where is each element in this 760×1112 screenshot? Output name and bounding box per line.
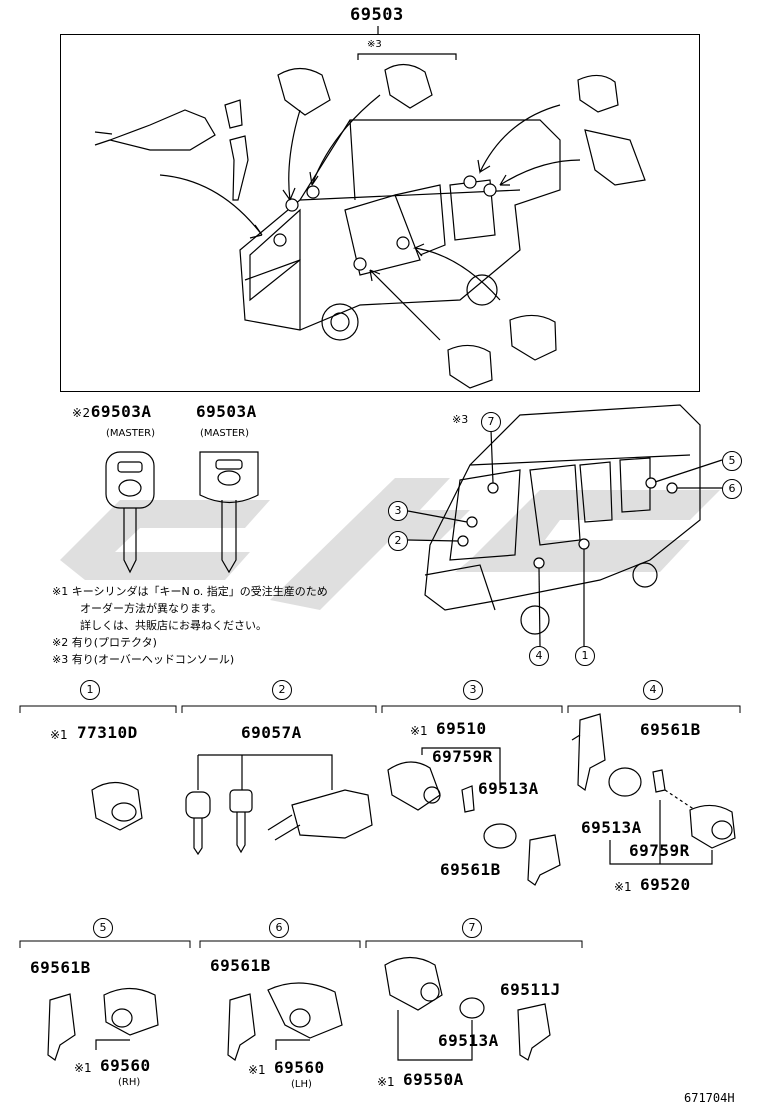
main-part-number[interactable]: 69503 [350, 5, 404, 25]
van-callout-6[interactable]: 6 [722, 479, 742, 499]
section-3-number: 3 [463, 680, 483, 700]
van-callout-7[interactable]: 7 [481, 412, 501, 432]
s6-assembly[interactable]: 69560 [274, 1058, 325, 1077]
s6-mark: ※1 [248, 1063, 266, 1077]
section-6-number: 6 [269, 918, 289, 938]
key-2-label: (MASTER) [200, 428, 249, 439]
s3-part-69510[interactable]: 69510 [436, 719, 487, 738]
key-1-label: (MASTER) [106, 428, 155, 439]
top-group-mark: ※3 [367, 39, 382, 50]
van-callout-1[interactable]: 1 [575, 646, 595, 666]
s4-assembly[interactable]: 69520 [640, 875, 691, 894]
s7-part-69513A[interactable]: 69513A [438, 1031, 499, 1050]
s2-part[interactable]: 69057A [241, 723, 302, 742]
note-1-line3: 詳しくは、共販店にお尋ねください。 [80, 619, 267, 632]
section-4-number: 4 [643, 680, 663, 700]
s1-part[interactable]: 77310D [77, 723, 138, 742]
key-1-part: 69503A [90, 402, 152, 421]
s3-part-69759R[interactable]: 69759R [432, 747, 493, 766]
s5-part-69561B[interactable]: 69561B [30, 958, 91, 977]
note-3: ※3 有り(オーバーヘッドコンソール) [52, 653, 235, 666]
s4-part-69759R[interactable]: 69759R [629, 841, 690, 860]
key-part-number-1[interactable]: ※269503A [72, 404, 152, 420]
van-index-mark: ※3 [452, 413, 469, 426]
s1-mark: ※1 [50, 728, 68, 742]
s6-side: (LH) [291, 1079, 312, 1090]
van-callout-5[interactable]: 5 [722, 451, 742, 471]
s7-assembly[interactable]: 69550A [403, 1070, 464, 1089]
van-callout-2[interactable]: 2 [388, 531, 408, 551]
main-assembly-frame [60, 34, 700, 392]
s5-assembly[interactable]: 69560 [100, 1056, 151, 1075]
van-index-illustration [407, 404, 723, 647]
main-assembly-illustration [94, 26, 646, 389]
section-5-number: 5 [93, 918, 113, 938]
s3-mark: ※1 [410, 724, 428, 738]
s3-part-69561B[interactable]: 69561B [440, 860, 501, 879]
section-2-number: 2 [272, 680, 292, 700]
note-1-line2: オーダー方法が異なります。 [80, 602, 222, 615]
s5-mark: ※1 [74, 1061, 92, 1075]
key-1-prefix: ※2 [72, 406, 91, 420]
van-callout-3[interactable]: 3 [388, 501, 408, 521]
key-part-number-2[interactable]: 69503A [196, 402, 257, 421]
s3-part-69513A[interactable]: 69513A [478, 779, 539, 798]
keys-illustration [105, 451, 259, 574]
s5-side: (RH) [118, 1077, 141, 1088]
s6-part-69561B[interactable]: 69561B [210, 956, 271, 975]
note-2: ※2 有り(プロテクタ) [52, 636, 157, 649]
section-7-number: 7 [462, 918, 482, 938]
section-1-number: 1 [80, 680, 100, 700]
s7-mark: ※1 [377, 1075, 395, 1089]
note-1: ※1 キーシリンダは「キーN o. 指定」の受注生産のため [52, 585, 328, 598]
van-callout-4[interactable]: 4 [529, 646, 549, 666]
s4-part-69561B[interactable]: 69561B [640, 720, 701, 739]
s4-mark: ※1 [614, 880, 632, 894]
s7-part-69511J[interactable]: 69511J [500, 980, 561, 999]
s4-part-69513A[interactable]: 69513A [581, 818, 642, 837]
diagram-code: 671704H [684, 1091, 735, 1105]
